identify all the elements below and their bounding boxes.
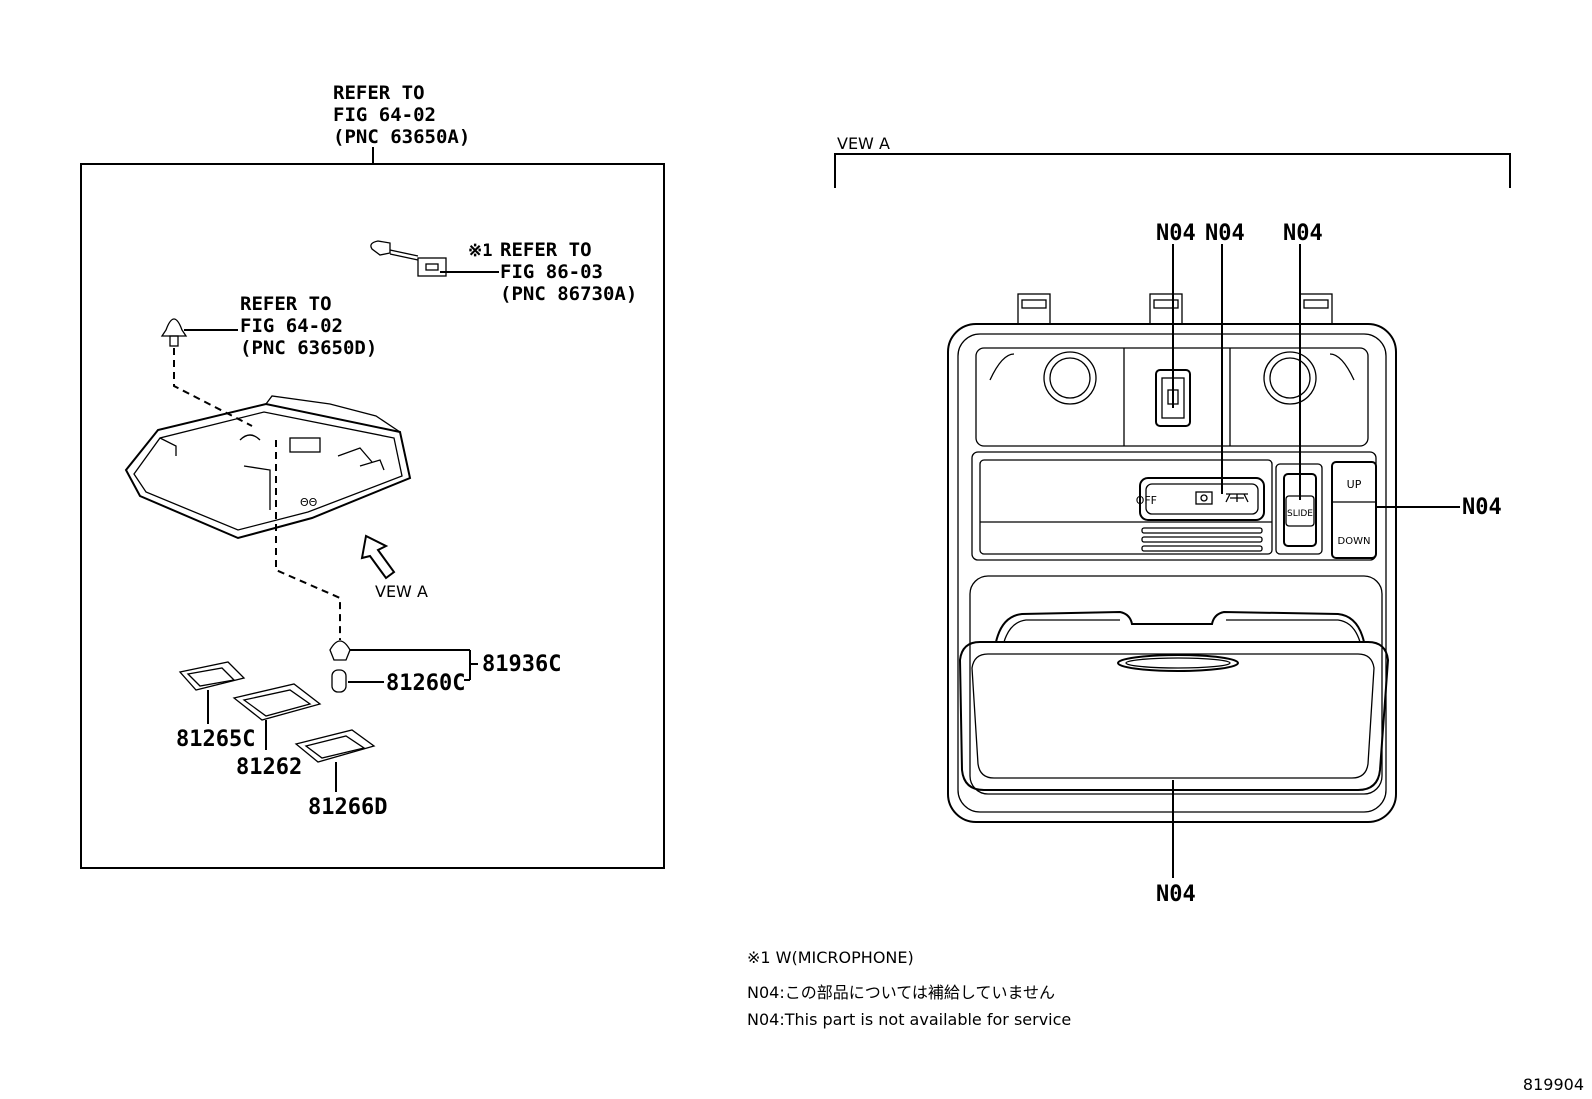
switch-up-label: UP xyxy=(1347,478,1362,491)
lens-81266D-icon xyxy=(294,729,376,763)
bulb-icon xyxy=(331,669,347,693)
overhead-console-housing-icon: ΘΘ xyxy=(124,395,412,540)
view-a-arrow-icon xyxy=(360,534,396,580)
figure-number: 819904 xyxy=(1523,1075,1584,1094)
refer-right-line1: REFER TO xyxy=(500,239,592,261)
view-a-title: VEW A xyxy=(837,134,890,153)
refer-top-line3: (PNC 63650A) xyxy=(333,126,470,148)
lamp-on-icon xyxy=(1225,493,1249,503)
view-a-bracket xyxy=(834,153,1511,188)
refer-left-line2: FIG 64-02 xyxy=(240,315,343,337)
view-a-panel: VEW A xyxy=(834,134,1511,907)
part-81265C: 81265C xyxy=(176,727,255,752)
bulb-assembly-line xyxy=(275,440,341,640)
socket-icon xyxy=(329,640,351,661)
refer-top-line1: REFER TO xyxy=(333,82,425,104)
refer-left-line3: (PNC 63650D) xyxy=(240,337,377,359)
part-81266D: 81266D xyxy=(308,795,387,820)
refer-right-mark: ※1 xyxy=(468,241,492,261)
notes-block: ※1 W(MICROPHONE) N04:この部品については補給していません N… xyxy=(747,948,1071,1029)
refer-right-line3: (PNC 86730A) xyxy=(500,283,637,305)
door-icon xyxy=(1195,491,1213,505)
refer-top-line2: FIG 64-02 xyxy=(333,104,436,126)
refer-left-line1: REFER TO xyxy=(240,293,332,315)
callout-n04-1: N04 xyxy=(1156,221,1196,246)
callout-n04-2: N04 xyxy=(1205,221,1245,246)
part-81936C: 81936C xyxy=(482,652,561,677)
note-n04-japanese: N04:この部品については補給していません xyxy=(747,983,1055,1002)
part-81260C: 81260C xyxy=(386,671,465,696)
clip-assembly-line xyxy=(173,348,253,427)
lens-81265C-icon xyxy=(178,661,246,691)
clip-icon xyxy=(160,318,188,347)
callout-n04-3: N04 xyxy=(1283,221,1323,246)
part-81262: 81262 xyxy=(236,755,302,780)
switch-down-label: DOWN xyxy=(1338,536,1371,547)
note-n04-english: N04:This part is not available for servi… xyxy=(747,1010,1071,1029)
refer-right-line2: FIG 86-03 xyxy=(500,261,603,283)
switch-slide-label: SLIDE xyxy=(1287,509,1313,519)
lens-81262-icon xyxy=(232,683,322,721)
view-a-label: VEW A xyxy=(375,582,428,601)
callout-n04-4: N04 xyxy=(1462,495,1502,520)
svg-text:ΘΘ: ΘΘ xyxy=(300,496,318,509)
switch-off-label: OFF xyxy=(1136,494,1157,507)
note-microphone: ※1 W(MICROPHONE) xyxy=(747,948,914,967)
microphone-connector-icon xyxy=(370,240,447,277)
callout-n04-5: N04 xyxy=(1156,882,1196,907)
exploded-view-panel: REFER TO FIG 64-02 (PNC 63650A) ※1 REFER… xyxy=(80,82,665,869)
